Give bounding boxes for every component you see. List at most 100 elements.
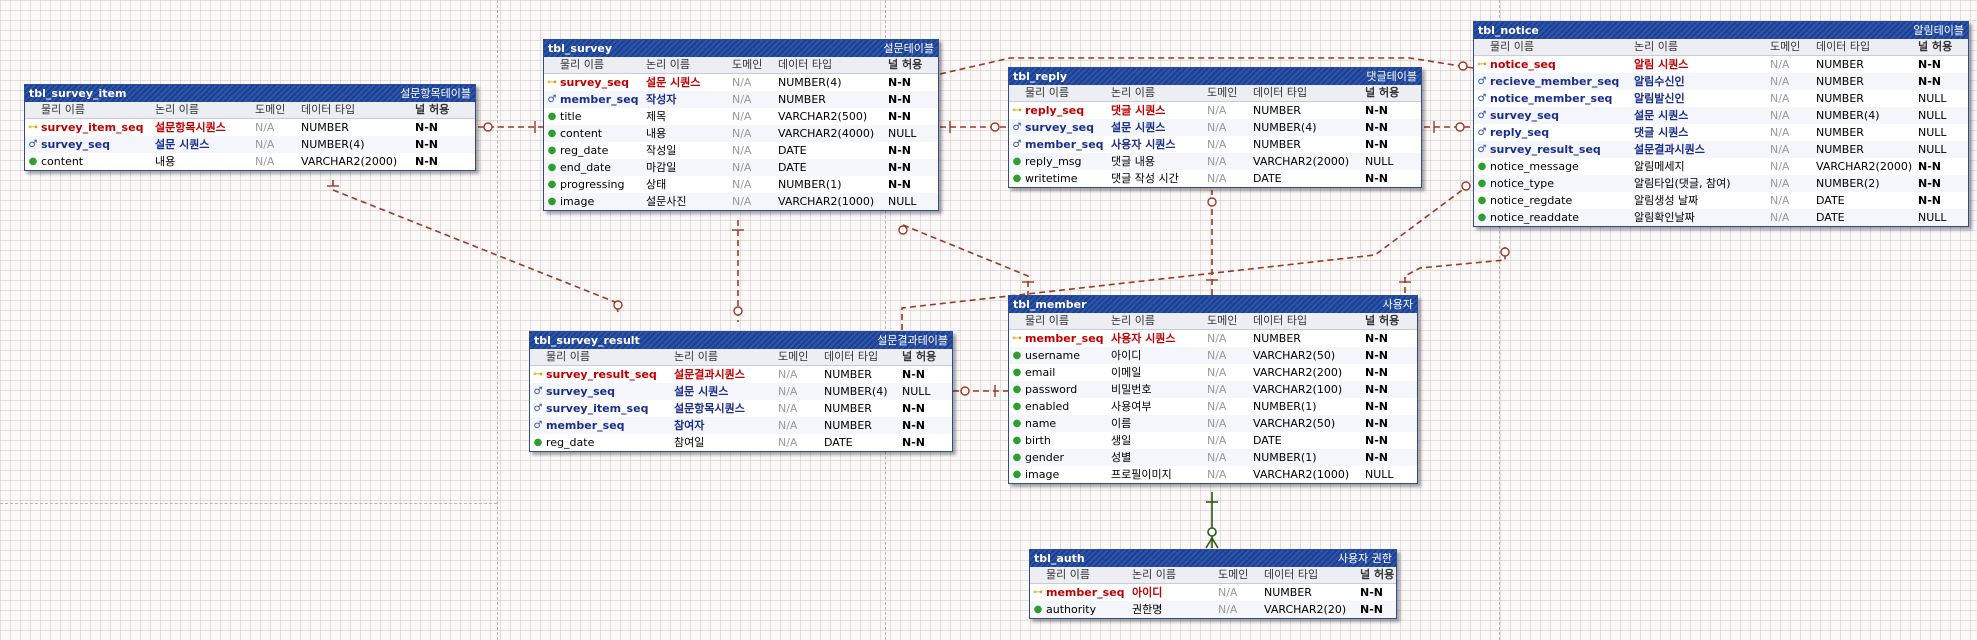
marker-circle: [898, 225, 908, 235]
column-nullable: N-N: [888, 161, 911, 174]
table-physical-name: tbl_survey_result: [534, 334, 640, 347]
column-physical-name: reg_date: [546, 436, 595, 449]
marker-circle: [1458, 61, 1468, 71]
column-physical-name: gender: [1025, 451, 1064, 464]
column-logical-name: 알림수신인: [1634, 75, 1685, 88]
column-physical-name: member_seq: [1046, 586, 1125, 599]
header-logical: 논리 이름: [1634, 40, 1678, 53]
marker-circle: [483, 122, 493, 132]
pk-icon: ⊶: [533, 369, 543, 380]
column-datatype: NUMBER: [778, 93, 826, 106]
column-physical-name: survey_seq: [41, 138, 110, 151]
column-domain: N/A: [1207, 400, 1227, 413]
header-physical: 물리 이름: [1046, 568, 1090, 581]
column-nullable: N-N: [1918, 58, 1941, 71]
column-logical-name: 아이디: [1132, 586, 1163, 599]
column-datatype: VARCHAR2(20): [1264, 603, 1347, 616]
header-icon-spacer: [1030, 567, 1046, 583]
column-physical-name: notice_readdate: [1490, 211, 1579, 224]
column-logical-name: 내용: [646, 127, 667, 140]
column-datatype: DATE: [778, 144, 807, 157]
column-domain: N/A: [1207, 104, 1227, 117]
header-logical: 논리 이름: [1111, 86, 1155, 99]
column-physical-name: survey_item_seq: [546, 402, 649, 415]
page-break-vertical: [885, 0, 886, 640]
column-nullable: NULL: [1365, 155, 1394, 168]
column-logical-name: 설문 시퀀스: [674, 385, 729, 398]
column-domain: N/A: [1207, 138, 1227, 151]
column-icon: ●: [533, 437, 543, 448]
header-nullable: 널 허용: [888, 58, 923, 71]
column-domain: N/A: [1770, 177, 1790, 190]
column-nullable: N-N: [1365, 138, 1388, 151]
column-logical-name: 권한명: [1132, 603, 1163, 616]
column-physical-name: notice_regdate: [1490, 194, 1573, 207]
fk-icon: ♂: [533, 386, 543, 397]
header-physical: 물리 이름: [1025, 86, 1069, 99]
column-domain: N/A: [1770, 75, 1790, 88]
table-physical-name: tbl_notice: [1478, 24, 1539, 37]
column-logical-name: 내용: [155, 155, 176, 168]
fk-icon: ♂: [1477, 93, 1487, 104]
column-nullable: NULL: [888, 195, 917, 208]
column-domain: N/A: [1207, 155, 1227, 168]
